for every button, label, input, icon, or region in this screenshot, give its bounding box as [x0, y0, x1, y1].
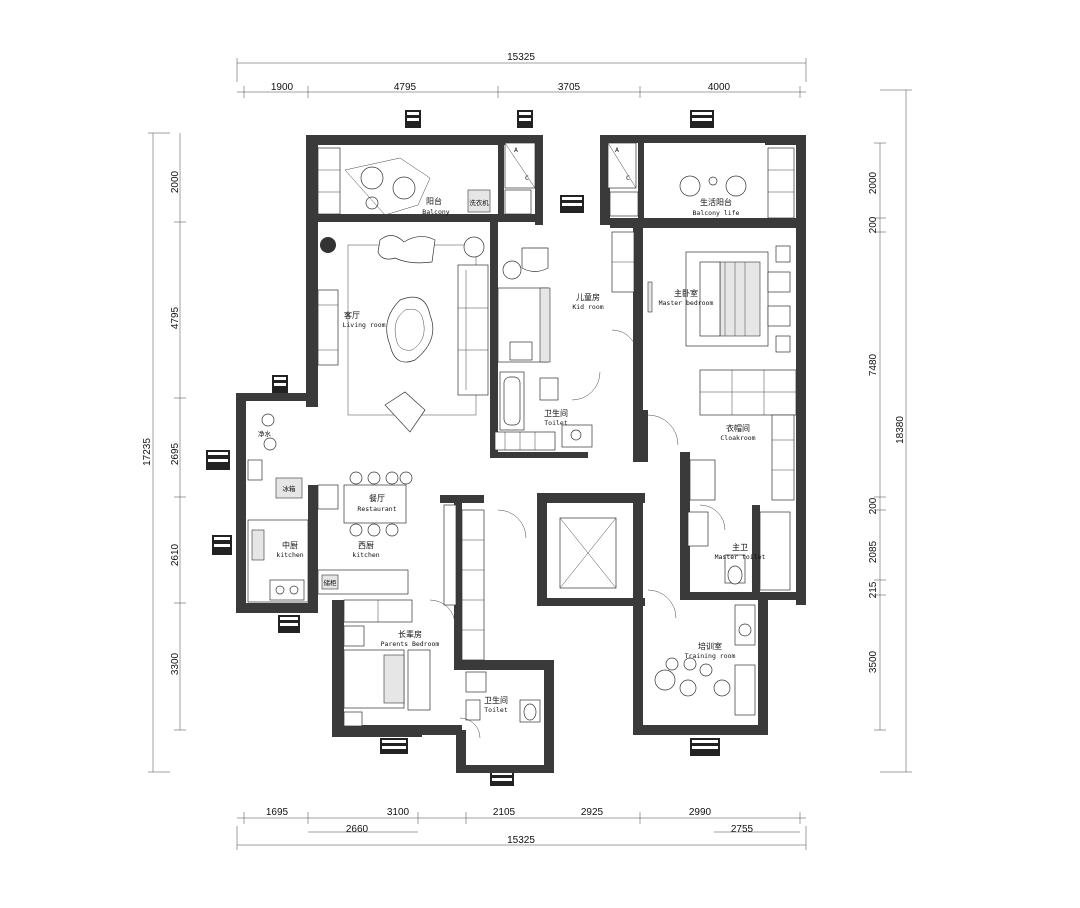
top-dimensions: 15325 1900 4795 3705 4000 [236, 52, 807, 98]
dining-table [343, 484, 407, 524]
window-markers [206, 110, 720, 786]
coffee-table [386, 296, 434, 363]
top-total-dim: 15325 [507, 52, 535, 63]
top-seg-2: 4795 [394, 82, 417, 93]
lounge-chair [377, 235, 436, 264]
walls [236, 135, 806, 773]
sofa [457, 264, 489, 396]
cabinet-a-label-1: A [514, 146, 518, 154]
room-labels: 阳台 Balcony 生活阳台 Balcony life 客厅 Living r… [276, 196, 765, 714]
bottom-total-dim: 15325 [507, 835, 535, 846]
kitchen-en: kitchen [276, 551, 303, 559]
kitchen-cn: 中厨 [282, 540, 298, 550]
fridge-label: 冰箱 [283, 484, 297, 493]
parents-cn: 长辈房 [398, 629, 422, 639]
master-cn: 主卧室 [674, 288, 698, 298]
top-seg-4: 4000 [708, 82, 731, 93]
training-cn: 培训室 [698, 641, 722, 651]
western-kitchen-en: kitchen [352, 551, 379, 559]
cloak-en: Cloakroom [720, 434, 755, 442]
right-seg-7: 3500 [868, 650, 879, 673]
right-seg-5: 2085 [868, 540, 879, 563]
left-seg-3: 2695 [170, 442, 181, 465]
bottom-seg-4: 2925 [581, 807, 604, 818]
right-outer-dim: 18380 [895, 416, 906, 444]
restaurant-en: Restaurant [357, 505, 396, 513]
cloak-cn: 衣帽间 [726, 423, 750, 433]
counter-label: 储柜 [324, 578, 338, 587]
right-seg-3: 7480 [868, 353, 879, 376]
right-dimensions: 18380 2000 200 7480 200 2085 215 3500 [868, 89, 912, 773]
training-en: Training room [685, 652, 736, 660]
left-dimensions: 17235 2000 4795 2695 2610 3300 [142, 132, 186, 773]
armchair [384, 391, 426, 433]
washer-label: 洗衣机 [469, 198, 489, 207]
balcony-chairs [344, 157, 431, 216]
toilet2-en: Toilet [484, 706, 508, 714]
water-label: 净水 [258, 429, 272, 438]
left-seg-2: 4795 [170, 306, 181, 329]
furniture: 洗衣机 A C A C [247, 142, 797, 727]
bottom-lower-2: 2755 [731, 824, 754, 835]
top-seg-1: 1900 [271, 82, 294, 93]
balcony-life-en: Balcony life [693, 209, 740, 217]
plant [320, 237, 336, 253]
right-seg-6: 215 [868, 581, 879, 598]
cabinet-c-label-1: C [525, 174, 529, 182]
toilet1-en: Toilet [544, 419, 568, 427]
parents-en: Parents Bedroom [381, 640, 440, 648]
bottom-seg-1: 1695 [266, 807, 289, 818]
cabinet-c-label-2: C [626, 174, 630, 182]
right-seg-1: 2000 [868, 171, 879, 194]
left-seg-1: 2000 [170, 170, 181, 193]
bottom-seg-5: 2990 [689, 807, 712, 818]
toilet-1-wc [521, 247, 549, 272]
top-seg-3: 3705 [558, 82, 581, 93]
doors [429, 329, 726, 739]
right-seg-2: 200 [868, 216, 879, 233]
toilet1-cn: 卫生间 [544, 408, 568, 418]
fridge-box [275, 477, 303, 499]
master-en: Master bedroom [659, 299, 714, 307]
bottom-seg-2: 3100 [387, 807, 410, 818]
bottom-seg-3: 2105 [493, 807, 516, 818]
kid-en: Kid room [572, 303, 603, 311]
cabinet-a-label-2: A [615, 146, 619, 154]
toilet2-cn: 卫生间 [484, 695, 508, 705]
washer-box [467, 189, 491, 213]
living-en: Living room [342, 321, 385, 329]
left-seg-5: 3300 [170, 652, 181, 675]
kid-cn: 儿童房 [576, 292, 600, 302]
master-toilet-en: Master toilet [715, 553, 766, 561]
cloak-shelf [699, 369, 797, 416]
tv-console [317, 289, 339, 366]
living-cn: 客厅 [344, 310, 360, 320]
balcony-life-cn: 生活阳台 [700, 197, 732, 207]
right-seg-4: 200 [868, 497, 879, 514]
bottom-dimensions: 1695 3100 2105 2925 2990 2660 2755 15325 [236, 807, 807, 850]
left-outer-dim: 17235 [142, 438, 153, 466]
balcony-cn: 阳台 [426, 196, 442, 206]
western-kitchen-cn: 西厨 [358, 541, 374, 550]
bottom-lower-1: 2660 [346, 824, 369, 835]
restaurant-cn: 餐厅 [369, 494, 385, 503]
left-seg-4: 2610 [170, 543, 181, 566]
corridor-shelf [461, 509, 485, 661]
master-toilet-cn: 主卫 [732, 542, 748, 552]
balcony-en: Balcony [422, 208, 449, 216]
